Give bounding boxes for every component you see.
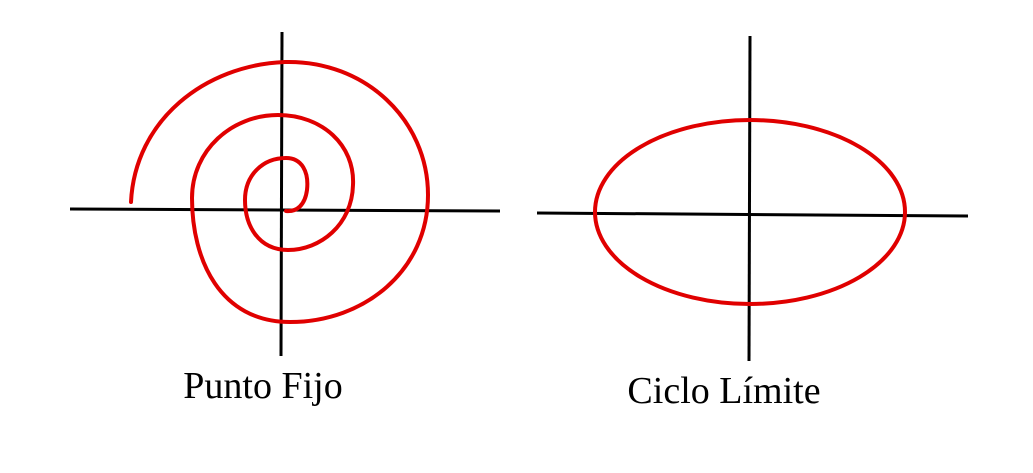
limit-cycle-x-axis <box>536 211 969 218</box>
limit-cycle-panel: Ciclo Límite <box>536 35 969 412</box>
fixed-point-panel: Punto Fijo <box>69 31 501 407</box>
fixed-point-spiral <box>129 59 430 324</box>
fixed-point-label: Punto Fijo <box>183 365 342 407</box>
limit-cycle-label: Ciclo Límite <box>627 370 820 412</box>
limit-cycle-ellipse <box>593 118 907 306</box>
fixed-point-y-axis <box>279 31 284 357</box>
limit-cycle-y-axis <box>747 35 752 362</box>
